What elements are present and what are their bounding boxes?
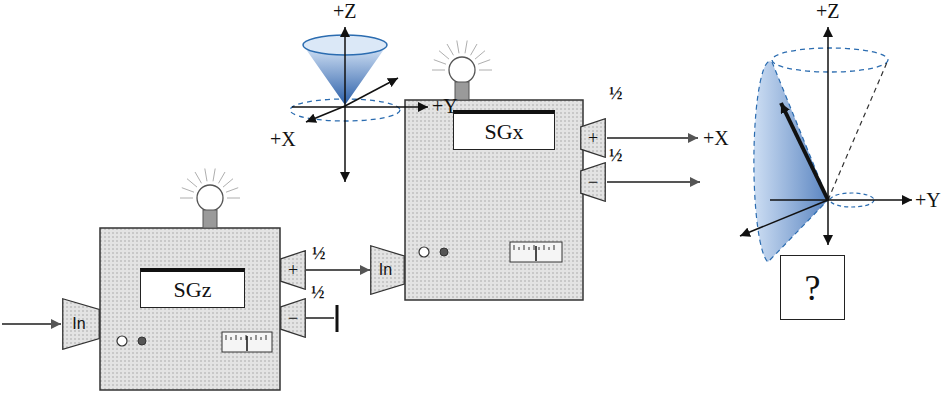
port-funnel: [581, 163, 606, 202]
device-body-x: [405, 100, 583, 300]
particle-beam: [2, 323, 61, 325]
spin-cone-z: [344, 27, 346, 182]
minus-output-port: −: [280, 298, 306, 338]
light-ray: [205, 169, 207, 182]
light-ray: [471, 44, 478, 55]
port-funnel: [281, 251, 306, 290]
device-body-z: [246, 336, 248, 351]
light-ray: [182, 188, 194, 193]
spin-cone-tilted: [781, 103, 828, 200]
port-funnel: [281, 299, 306, 338]
port-label: −: [588, 173, 598, 191]
light-ray: [219, 172, 226, 183]
light-ray: [439, 51, 449, 59]
light-ray: [478, 60, 490, 64]
probability-label: ½: [311, 244, 327, 264]
spin-cone-tilted: [828, 60, 888, 200]
input-port: In: [62, 298, 100, 350]
port-label: +: [288, 261, 298, 279]
device-body-x: [514, 245, 554, 250]
probability-label: ½: [609, 84, 623, 104]
port-label: In: [72, 316, 85, 332]
axis-label: +Z: [816, 0, 840, 22]
plus-output-port: +: [580, 118, 606, 158]
spin-cone-tilted: [827, 27, 829, 245]
spin-cone-z: [292, 106, 428, 108]
port-label: −: [288, 309, 298, 327]
stern-gerlach-z: SGz: [100, 228, 280, 390]
light-ray: [447, 44, 454, 55]
stern-gerlach-x: SGx: [405, 100, 583, 300]
port-funnel: [63, 299, 100, 350]
device-label: SGz: [140, 268, 245, 308]
axis-label: +Y: [432, 95, 458, 117]
particle-beam: [607, 181, 700, 183]
spin-cone-tilted: [740, 27, 912, 262]
device-body-x: [440, 248, 448, 256]
light-bulb: [197, 185, 223, 211]
plus-output-port: +: [280, 250, 306, 290]
device-body-z: [226, 335, 266, 340]
axis-label: +X: [270, 128, 296, 150]
light-ray: [180, 198, 193, 199]
particle-beam: [336, 305, 339, 332]
spin-cone-tilted: [740, 200, 828, 236]
light-ray: [475, 51, 485, 59]
spin-cone-tilted: [754, 61, 828, 262]
particle-beam: [607, 137, 698, 139]
light-ray: [187, 179, 197, 187]
light-ray: [432, 70, 445, 71]
minus-output-port: −: [580, 162, 606, 202]
light-ray: [227, 198, 240, 199]
light-ray: [223, 179, 233, 187]
light-bulb: [203, 210, 217, 228]
port-label: +: [588, 129, 598, 147]
device-body-z: [100, 228, 280, 390]
axis-label: +Z: [333, 0, 357, 22]
light-ray: [465, 41, 467, 54]
spin-cone-z: [306, 106, 345, 122]
light-ray: [434, 60, 446, 64]
device-body-x: [510, 242, 562, 262]
light-bulb: [180, 41, 492, 229]
light-ray: [226, 188, 238, 193]
light-ray: [213, 169, 215, 182]
spin-cone-z: [345, 78, 398, 106]
light-ray: [479, 70, 492, 71]
device-body-z: [100, 228, 280, 390]
probability-label: ½: [609, 146, 623, 166]
port-funnel: [581, 119, 606, 158]
device-body-x: [405, 100, 583, 300]
spin-cone-tilted: [770, 199, 912, 201]
device-body-z: [222, 332, 272, 352]
axis-label: +X: [703, 127, 729, 149]
axis-label: +Y: [915, 189, 941, 211]
light-ray: [457, 41, 459, 54]
particle-beam: [306, 317, 334, 319]
device-body-z: [138, 337, 146, 345]
device-label: SGx: [453, 110, 555, 150]
device-body-z: [117, 336, 127, 346]
light-ray: [195, 172, 202, 183]
light-bulb: [449, 57, 475, 83]
particle-beam: [306, 269, 370, 271]
device-body-x: [535, 246, 537, 261]
port-label: In: [379, 262, 392, 278]
probability-label: ½: [311, 283, 325, 303]
port-funnel: [371, 246, 405, 295]
question-mark: ?: [805, 270, 821, 306]
spin-cone-tilted: [772, 48, 888, 72]
device-body-x: [419, 247, 429, 257]
input-port: In: [370, 245, 405, 295]
spin-cone-z: [290, 27, 428, 182]
particle-beam: [2, 138, 700, 332]
question-box: ?: [780, 255, 845, 320]
